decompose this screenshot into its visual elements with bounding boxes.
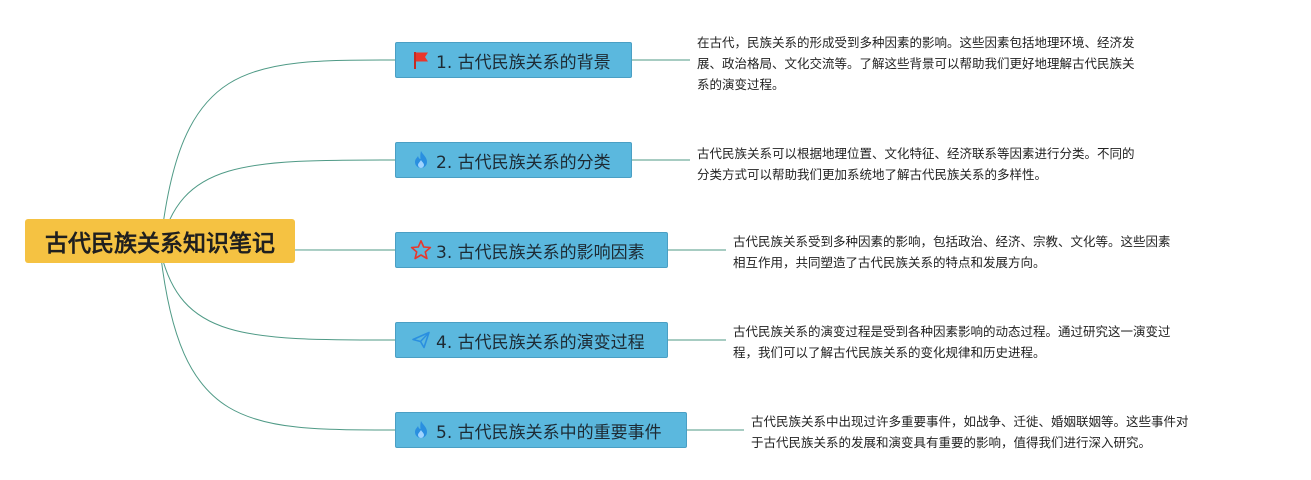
note-important-events: 古代民族关系中出现过许多重要事件，如战争、迁徙、婚姻联姻等。这些事件对 于古代民… (751, 411, 1189, 453)
branch-label: 3. 古代民族关系的影响因素 (436, 242, 645, 263)
note-line: 系的演变过程。 (697, 77, 785, 92)
note-line: 于古代民族关系的发展和演变具有重要的影响，值得我们进行深入研究。 (751, 435, 1152, 450)
connector-root-to-branch (159, 159, 396, 250)
fire-icon (410, 149, 432, 171)
note-background: 在古代，民族关系的形成受到多种因素的影响。这些因素包括地理环境、经济发 展、政治… (697, 32, 1135, 95)
branch-label: 4. 古代民族关系的演变过程 (436, 332, 645, 353)
note-evolution: 古代民族关系的演变过程是受到各种因素影响的动态过程。通过研究这一演变过 程，我们… (733, 321, 1171, 363)
note-line: 分类方式可以帮助我们更加系统地了解古代民族关系的多样性。 (697, 167, 1048, 182)
note-line: 古代民族关系中出现过许多重要事件，如战争、迁徙、婚姻联姻等。这些事件对 (751, 414, 1189, 429)
note-line: 在古代，民族关系的形成受到多种因素的影响。这些因素包括地理环境、经济发 (697, 35, 1135, 50)
note-classification: 古代民族关系可以根据地理位置、文化特征、经济联系等因素进行分类。不同的 分类方式… (697, 143, 1135, 185)
branch-topic-evolution[interactable]: 4. 古代民族关系的演变过程 (395, 322, 668, 358)
branch-topic-background[interactable]: 1. 古代民族关系的背景 (395, 42, 632, 78)
send-icon (410, 329, 432, 351)
note-line: 古代民族关系的演变过程是受到各种因素影响的动态过程。通过研究这一演变过 (733, 324, 1171, 339)
root-topic[interactable]: 古代民族关系知识笔记 (25, 219, 295, 263)
fire-icon (410, 419, 432, 441)
branch-topic-important-events[interactable]: 5. 古代民族关系中的重要事件 (395, 412, 687, 448)
branch-topic-classification[interactable]: 2. 古代民族关系的分类 (395, 142, 632, 178)
note-influence-factors: 古代民族关系受到多种因素的影响，包括政治、经济、宗教、文化等。这些因素 相互作用… (733, 231, 1171, 273)
star-icon (410, 239, 432, 261)
branch-label: 5. 古代民族关系中的重要事件 (436, 422, 662, 443)
branch-label: 2. 古代民族关系的分类 (436, 152, 611, 173)
connector-root-to-branch (159, 248, 396, 431)
branch-label: 1. 古代民族关系的背景 (436, 52, 611, 73)
note-line: 程，我们可以了解古代民族关系的变化规律和历史进程。 (733, 345, 1046, 360)
note-line: 古代民族关系可以根据地理位置、文化特征、经济联系等因素进行分类。不同的 (697, 146, 1135, 161)
note-line: 古代民族关系受到多种因素的影响，包括政治、经济、宗教、文化等。这些因素 (733, 234, 1171, 249)
note-line: 展、政治格局、文化交流等。了解这些背景可以帮助我们更好地理解古代民族关 (697, 56, 1135, 71)
connector-root-to-branch (159, 248, 396, 341)
branch-topic-influence-factors[interactable]: 3. 古代民族关系的影响因素 (395, 232, 668, 268)
flag-icon (410, 49, 432, 71)
note-line: 相互作用，共同塑造了古代民族关系的特点和发展方向。 (733, 255, 1046, 270)
connector-root-to-branch (159, 59, 396, 250)
